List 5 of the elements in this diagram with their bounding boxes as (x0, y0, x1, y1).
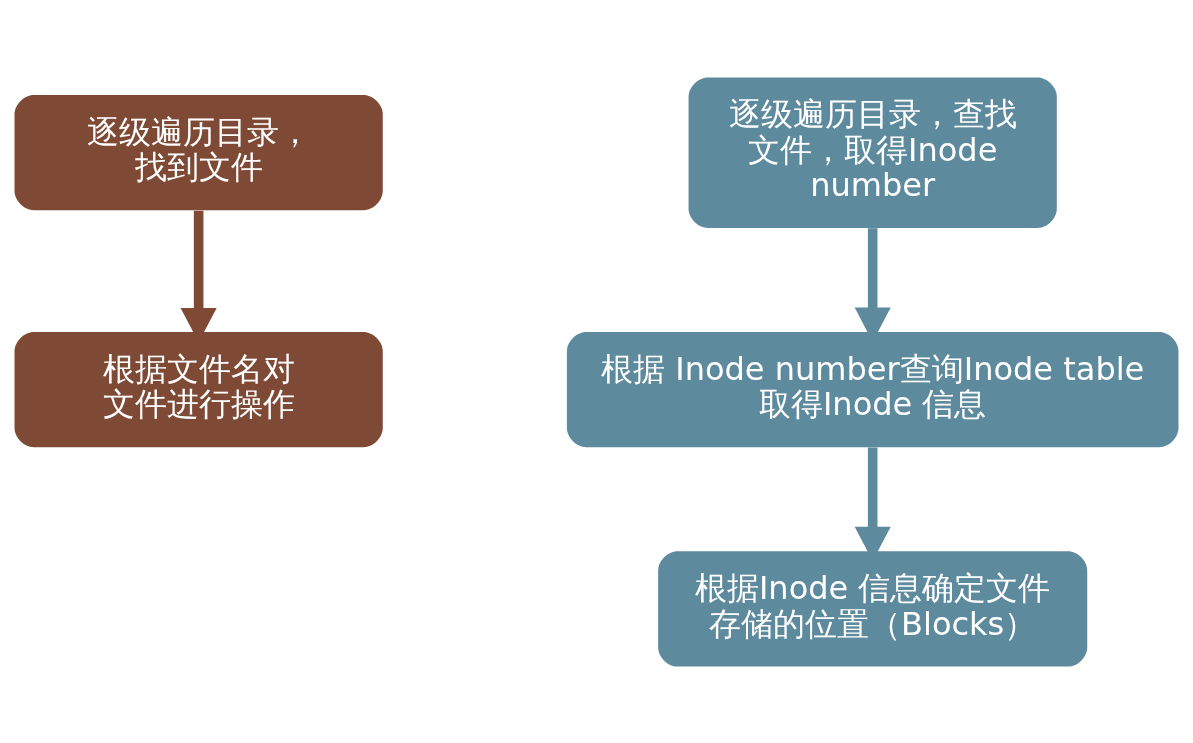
node-box: 根据文件名对文件进行操作 (14, 331, 383, 447)
node-box: 逐级遍历目录，查找文件，取得Inode number (688, 76, 1057, 228)
node-box: 逐级遍历目录，找到文件 (14, 94, 383, 210)
node-box: 根据Inode 信息确定文件存储的位置（Blocks） (658, 550, 1088, 667)
node-box: 根据 Inode number查询Inode table 取得Inode 信息 (566, 331, 1179, 447)
